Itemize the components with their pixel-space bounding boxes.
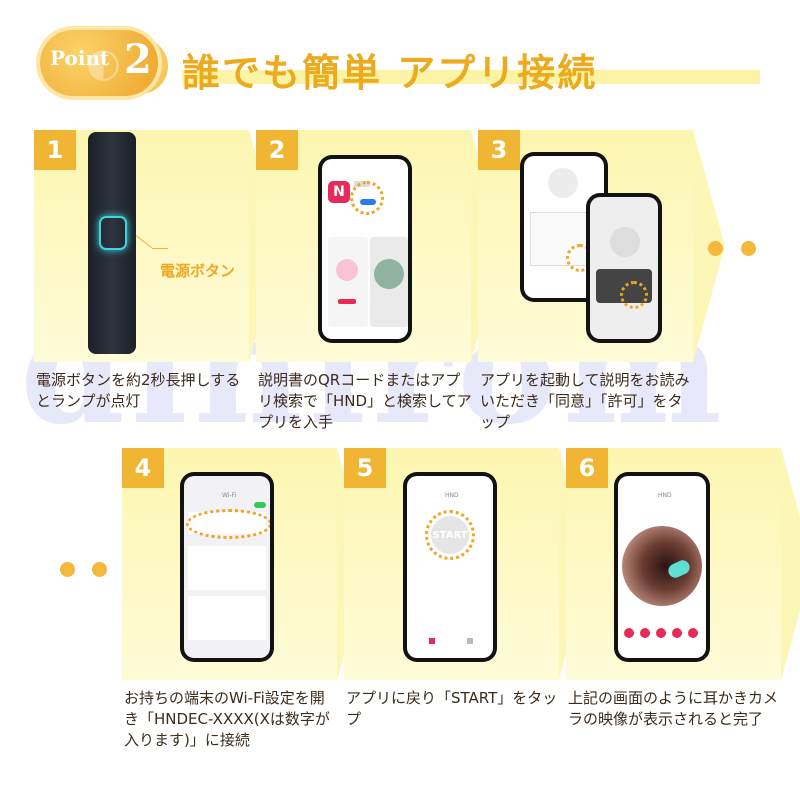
step-caption: アプリを起動して説明をお読みいただき「同意」「許可」をタップ: [480, 371, 690, 431]
wifi-title: Wi-Fi: [222, 492, 237, 499]
point-badge: [40, 30, 158, 96]
app-title: HND: [445, 492, 459, 499]
badge-number: 2: [124, 36, 152, 83]
network-list: [188, 596, 266, 640]
step-caption: 電源ボタンを約2秒長押しするとランプが点灯: [36, 371, 241, 410]
wifi-toggle: [254, 502, 266, 508]
step-number: 1: [34, 130, 76, 170]
app-home-screen: HND START: [407, 476, 493, 658]
phone-mockup: HND: [614, 472, 710, 662]
header-underline: [182, 70, 760, 84]
settings-tab-icon[interactable]: [467, 638, 473, 644]
permission-screen: [590, 197, 658, 339]
home-tab-icon[interactable]: [429, 638, 435, 644]
continuation-dot: [92, 562, 107, 577]
network-list: [188, 546, 266, 590]
step-number: 6: [566, 448, 608, 488]
camera-control-icon[interactable]: [640, 628, 650, 638]
app-title: HND: [658, 492, 672, 499]
step-number: 3: [478, 130, 520, 170]
callout-line: [152, 248, 168, 249]
phone-mockup: HND START: [403, 472, 497, 662]
power-button-callout: 電源ボタン: [160, 262, 236, 280]
step-caption: 説明書のQRコードまたはアプリ検索で「HND」と検索してアプリを入手: [258, 371, 472, 431]
camera-view-screen: HND: [618, 476, 706, 658]
badge-word: Point: [50, 46, 110, 70]
step-caption: お持ちの端末のWi-Fi設定を開き「HNDEC-XXXX(Xは数字が入ります)」…: [124, 689, 330, 749]
earpick-device: [88, 132, 136, 354]
camera-control-icon[interactable]: [688, 628, 698, 638]
step-caption: 上記の画面のように耳かきカメラの映像が表示されると完了: [568, 689, 779, 728]
phone-mockup: Wi-Fi: [180, 472, 274, 662]
power-button-light: [99, 216, 127, 250]
camera-control-icon[interactable]: [672, 628, 682, 638]
wifi-settings-screen: Wi-Fi: [184, 476, 270, 658]
phone-mockup: [586, 193, 662, 343]
ear-camera-image: [622, 526, 702, 606]
highlight-circle: [350, 181, 384, 215]
step-number: 5: [344, 448, 386, 488]
step-number: 4: [122, 448, 164, 488]
phone-mockup: N: [318, 155, 412, 343]
continuation-dot: [60, 562, 75, 577]
highlight-oval: [186, 509, 270, 539]
app-icon: N: [328, 181, 350, 203]
page-title: 誰でも簡単 アプリ接続: [182, 51, 598, 95]
highlight-circle: [620, 281, 648, 309]
step-caption: アプリに戻り「START」をタップ: [346, 689, 558, 728]
highlight-circle: [425, 510, 475, 560]
continuation-dot: [708, 241, 723, 256]
camera-control-icon[interactable]: [656, 628, 666, 638]
camera-control-icon[interactable]: [624, 628, 634, 638]
ear-icon: ◐: [86, 40, 121, 86]
continuation-dot: [741, 241, 756, 256]
step-number: 2: [256, 130, 298, 170]
app-store-screen: N: [322, 159, 408, 339]
